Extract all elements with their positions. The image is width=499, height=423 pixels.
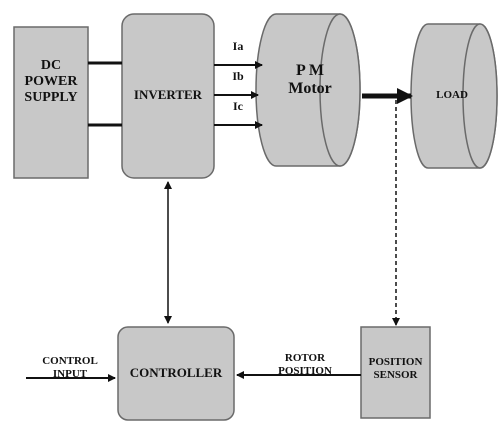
control-input-label: CONTROL INPUT <box>42 355 98 380</box>
motor-label: P M Motor <box>288 62 332 98</box>
load-label: LOAD <box>436 89 468 101</box>
position-sensor-label: POSITION SENSOR <box>368 356 423 381</box>
current-label-c: Ic <box>233 99 243 113</box>
load-block <box>410 23 498 169</box>
dc-supply-label: DC POWER SUPPLY <box>24 58 78 106</box>
motor-block <box>255 13 361 167</box>
controller-block <box>117 326 235 421</box>
dc-supply-block <box>13 26 89 179</box>
current-label-a: Ia <box>232 39 244 53</box>
position-sensor-block <box>360 326 431 419</box>
inverter-label: INVERTER <box>133 87 203 102</box>
rotor-position-label: ROTOR POSITION <box>278 352 332 377</box>
controller-label: CONTROLLER <box>129 365 223 380</box>
current-label-b: Ib <box>232 69 244 83</box>
